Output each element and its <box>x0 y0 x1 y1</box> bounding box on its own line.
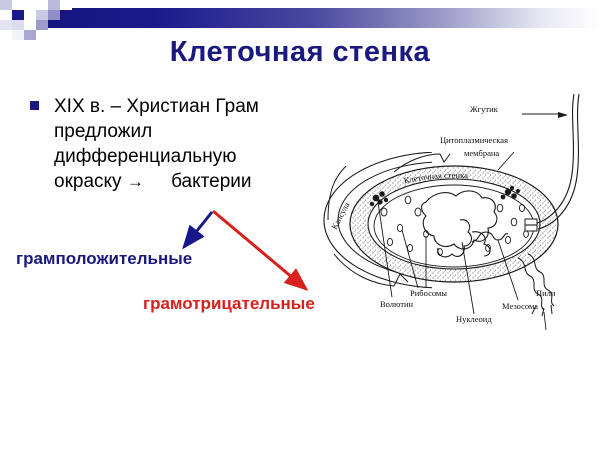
bullet-line-3: дифференциальную <box>54 146 237 167</box>
pili-shape <box>517 253 555 317</box>
bullet-line-4-b: бактерии <box>171 171 252 192</box>
cell-illustration: Клеточная стенка Капсула <box>323 93 580 331</box>
cytoplasmic-membrane-label-line1: Цитоплазмическая <box>440 135 508 145</box>
arrow-to-gram-negative <box>212 209 309 291</box>
nucleoid-shape <box>420 190 498 258</box>
bullet-line-4-a: окраску <box>54 171 122 192</box>
capsule-label: Капсула <box>329 200 352 231</box>
arrow-to-gram-positive <box>182 211 214 250</box>
pili-label: Пили <box>536 288 556 298</box>
bullet-item-text: XIX в. – Христиан Грам предложил диффере… <box>54 94 344 194</box>
label-leader-lines <box>377 112 568 331</box>
bullet-line-2: предложил <box>54 121 153 142</box>
mesosome-shape <box>471 231 509 243</box>
page-title: Клеточная стенка <box>169 36 431 68</box>
capsule-outline <box>323 152 432 289</box>
right-arrow-icon: → <box>126 172 144 191</box>
volutin-label: Волютин <box>380 299 414 309</box>
bullet-line-1: XIX в. – Христиан Грам <box>54 96 259 117</box>
cytoplasmic-membrane-label-line2: мембрана <box>464 148 500 158</box>
nucleoid-label: Нуклеоид <box>456 314 492 324</box>
mesosome-label: Мезосома <box>502 301 539 311</box>
volutin-granules <box>369 185 520 207</box>
bacterial-cell-diagram: Клеточная стенка Капсула Жгутик Цитоплаз… <box>322 92 600 340</box>
decorative-banner <box>30 8 600 28</box>
flagellum-label: Жгутик <box>470 104 498 114</box>
term-gram-positive: грамположительные <box>16 249 193 268</box>
square-bullet-icon <box>30 101 39 110</box>
term-gram-negative: грамотрицательные <box>143 294 315 313</box>
ribosomes-label: Рибосомы <box>410 288 448 298</box>
ribosome-dots <box>380 195 529 256</box>
flagellum-shape <box>524 93 580 232</box>
